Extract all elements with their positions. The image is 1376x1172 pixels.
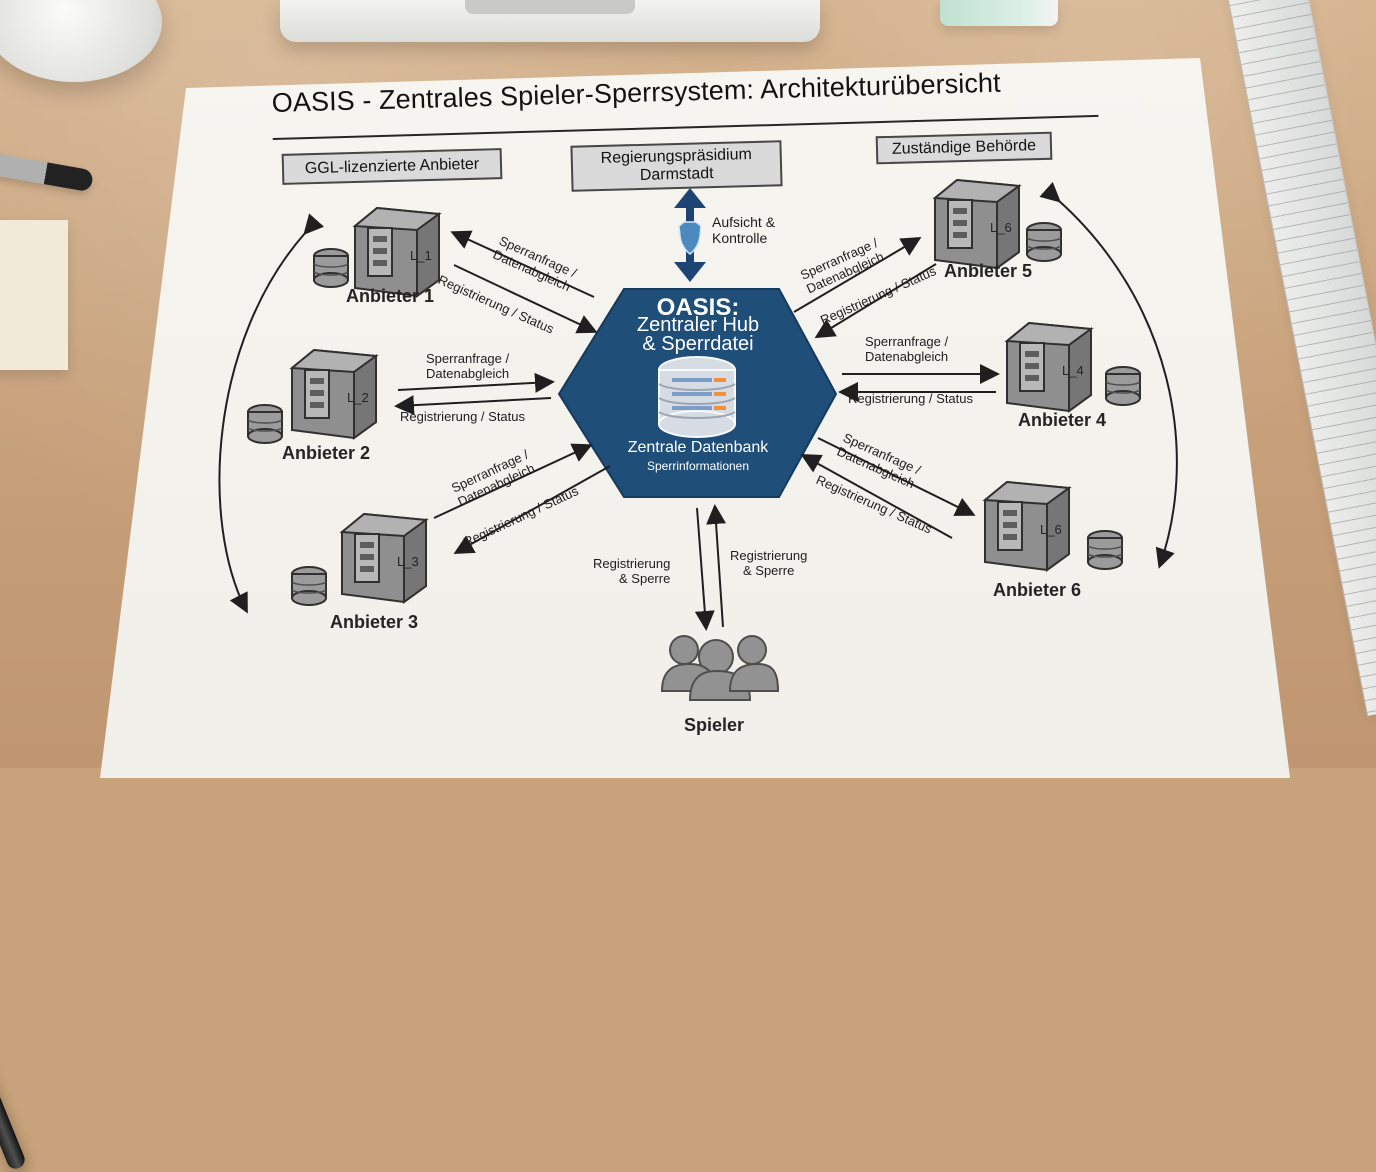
provider-4: L_4 (1004, 321, 1141, 413)
provider-5-label: Anbieter 5 (944, 261, 1033, 281)
oversight-arrow (674, 188, 706, 282)
header-authority: Zuständige Behörde (875, 131, 1053, 165)
provider-5-id: L_6 (990, 220, 1012, 235)
sticky-note (0, 220, 68, 370)
header-licensed: GGL-lizenzierte Anbieter (281, 148, 503, 185)
oversight-label: Aufsicht & Kontrolle (712, 214, 776, 246)
flow-players-left: Registrierung & Sperre (593, 556, 671, 586)
provider-1: L_1 (313, 206, 442, 298)
hub-subtitle-1: Zentraler Hub (637, 314, 759, 336)
provider-2: L_2 (247, 348, 379, 444)
flow-a2-bottom: Registrierung / Status (400, 409, 526, 424)
provider-4-label: Anbieter 4 (1018, 410, 1107, 430)
pen (0, 719, 28, 1172)
players-label: Spieler (684, 715, 745, 735)
hub-db-subtitle: Sperrinformationen (647, 459, 749, 473)
provider-2-id: L_2 (347, 390, 369, 405)
players-icon (660, 635, 780, 701)
provider-4-id: L_4 (1062, 363, 1084, 378)
provider-3: L_3 (291, 512, 429, 606)
provider-1-label: Anbieter 1 (346, 286, 435, 306)
hub-db-title: Zentrale Datenbank (628, 439, 770, 456)
eraser (940, 0, 1058, 26)
provider-3-label: Anbieter 3 (330, 612, 419, 632)
header-rp: Regierungspräsidium Darmstadt (570, 140, 783, 192)
provider-2-label: Anbieter 2 (282, 443, 371, 463)
flow-players-right: Registrierung & Sperre (730, 548, 808, 578)
laptop-edge (280, 0, 820, 42)
provider-3-id: L_3 (397, 554, 419, 569)
desk-scene: L_1 L_2 (0, 0, 1376, 768)
flow-a2-top: Sperranfrage / Datenabgleich (426, 351, 510, 381)
flow-a4-top: Sperranfrage / Datenabgleich (865, 334, 949, 364)
provider-6-label: Anbieter 6 (993, 580, 1082, 600)
provider-6-id: L_6 (1040, 522, 1062, 537)
provider-1-id: L_1 (410, 248, 432, 263)
flows (394, 230, 1000, 631)
hub-subtitle-2: & Sperrdatei (642, 333, 753, 355)
provider-5: L_6 (932, 178, 1062, 270)
diagram-canvas: L_1 L_2 (218, 178, 1178, 701)
provider-6: L_6 (982, 480, 1123, 572)
hub-title: OASIS: (657, 294, 740, 321)
hub-database-icon (658, 356, 736, 438)
flow-a4-bottom: Registrierung / Status (848, 391, 974, 406)
